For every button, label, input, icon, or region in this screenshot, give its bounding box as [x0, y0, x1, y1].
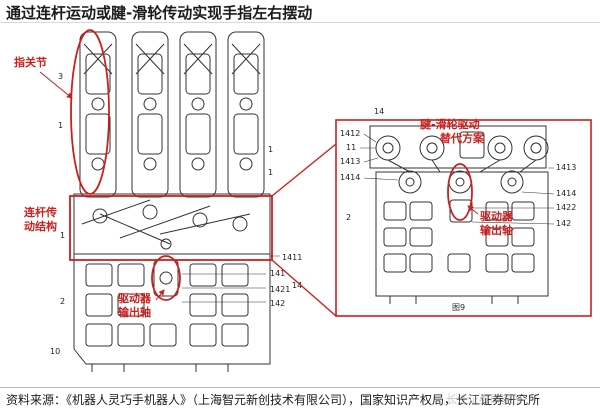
- finger-4: [227, 31, 265, 198]
- patent-diagram: 指关节 连杆传 动结构 驱动器 输出轴 3 1 1 1 1 2 10 1411 …: [14, 29, 592, 372]
- label-drive-right-1: 驱动器: [480, 209, 514, 223]
- part-1411: 1411: [282, 253, 302, 262]
- part-1414-right: 1414: [556, 189, 576, 198]
- label-drive-right-2: 输出轴: [480, 223, 513, 237]
- footer-divider: [0, 387, 600, 388]
- label-linkage-2: 动结构: [24, 219, 57, 233]
- page-title: 通过连杆运动或腱-滑轮传动实现手指左右摆动: [6, 4, 313, 22]
- part-142-left: 142: [270, 299, 285, 308]
- title-divider: [0, 22, 600, 23]
- part-3: 3: [58, 72, 63, 81]
- linkage-mechanism: [73, 193, 271, 255]
- part-1413-left: 1413: [340, 157, 360, 166]
- finger-1: [79, 31, 117, 198]
- part-1414-left: 1414: [340, 173, 360, 182]
- part-14-right: 14: [374, 107, 384, 116]
- part-141: 141: [270, 269, 285, 278]
- part-1d: 1: [60, 231, 65, 240]
- label-linkage-1: 连杆传: [24, 205, 57, 219]
- palm-base: [73, 253, 271, 372]
- label-tendon-2: 替代方案: [440, 131, 485, 145]
- part-10: 10: [50, 347, 60, 356]
- part-11: 11: [346, 143, 356, 152]
- left-hand-drawing: [73, 31, 271, 372]
- part-142-right: 142: [556, 219, 571, 228]
- part-1c: 1: [268, 168, 273, 177]
- part-1412: 1412: [340, 129, 360, 138]
- part-1422: 1422: [556, 203, 576, 212]
- label-drive-left-1: 驱动器: [118, 291, 152, 305]
- part-1a: 1: [58, 121, 63, 130]
- finger-3: [179, 31, 217, 198]
- finger-joint-highlight: [70, 29, 110, 195]
- label-drive-left-2: 输出轴: [118, 305, 151, 319]
- figure-number: 图9: [452, 303, 465, 312]
- linkage-highlight: [69, 195, 273, 261]
- source-note: 资料来源：《机器人灵巧手机器人》（上海智元新创技术有限公司），国家知识产权局，长…: [6, 393, 541, 407]
- part-14-left: 14: [292, 281, 302, 290]
- part-1421: 1421: [270, 285, 290, 294]
- drive-shaft-highlight-right: [447, 163, 473, 221]
- part-2-left: 2: [60, 297, 65, 306]
- part-2-right: 2: [346, 213, 351, 222]
- drive-shaft-highlight-left: [151, 255, 181, 301]
- finger-2: [131, 31, 169, 198]
- label-finger-joint: 指关节: [14, 55, 47, 69]
- label-tendon-1: 腱-滑轮驱动: [420, 117, 480, 131]
- watermark: 长江证券研究所: [446, 393, 523, 406]
- part-1413-right: 1413: [556, 163, 576, 172]
- part-1b: 1: [268, 145, 273, 154]
